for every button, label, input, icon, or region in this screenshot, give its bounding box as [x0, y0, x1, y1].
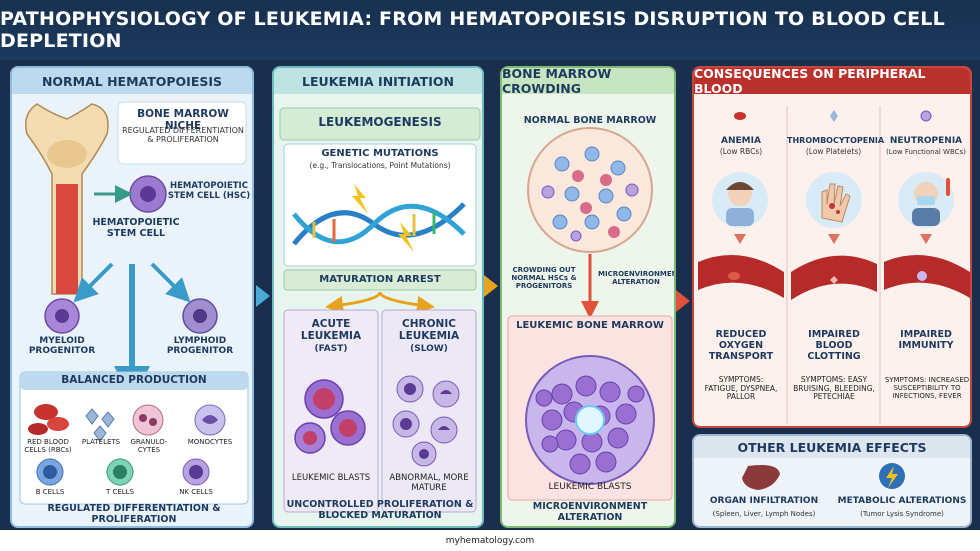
- lightning-icon: [398, 222, 414, 252]
- neutro-title: NEUTROPENIA: [889, 136, 963, 146]
- balanced-title: BALANCED PRODUCTION: [61, 374, 207, 386]
- liver-icon: [742, 465, 780, 490]
- crowding-diagram: [507, 127, 673, 501]
- panel-header: LEUKEMIA INITIATION: [274, 68, 482, 94]
- neutro-effect: IMPAIRED IMMUNITY: [898, 329, 954, 351]
- bcells-label: B CELLS: [35, 488, 65, 496]
- anemia-symptoms: SYMPTOMS: FATIGUE, DYSPNEA, PALLOR: [704, 375, 778, 402]
- blood-vessel-icon: [698, 254, 784, 298]
- neutro-symptoms: SYMPTOMS: INCREASED SUSCEPTIBILITY TO IN…: [884, 376, 970, 401]
- myeloid-label: MYELOID PROGENITOR: [28, 336, 96, 357]
- dna-helix-icon: [292, 202, 466, 246]
- initiation-diagram: [279, 107, 481, 513]
- normal-footer: REGULATED DIFFERENTIATION & PROLIFERATIO…: [47, 503, 221, 525]
- bone-icon: [25, 103, 109, 295]
- other-effects-diagram: [742, 463, 905, 490]
- panel-header: NORMAL HEMATOPOIESIS: [12, 68, 252, 94]
- lymphoid-label: LYMPHOID PROGENITOR: [166, 336, 234, 357]
- acute-title: ACUTE LEUKEMIA: [300, 318, 362, 343]
- anemia-sub: (Low RBCs): [719, 147, 763, 156]
- genetic-sub: (e.g., Translocations, Point Mutations): [309, 161, 451, 170]
- anemia-effect: REDUCED OXYGEN TRANSPORT: [708, 329, 774, 362]
- lightning-icon: [352, 184, 368, 214]
- platelet-icon: [830, 110, 838, 122]
- anemia-title: ANEMIA: [721, 136, 761, 146]
- platelet-icon: [85, 408, 115, 442]
- granulocytes-label: GRANULO-CYTES: [130, 438, 168, 455]
- tcells-label: T CELLS: [105, 488, 135, 496]
- normal-diagram: [19, 101, 249, 505]
- arrow-to-consequences: [676, 290, 690, 312]
- chronic-title: CHRONIC LEUKEMIA: [398, 318, 460, 343]
- chronic-sub: (SLOW): [410, 344, 448, 354]
- rbc-label: RED BLOOD CELLS (RBCs): [24, 438, 72, 455]
- platelets-label: PLATELETS: [81, 438, 121, 446]
- thrombo-effect: IMPAIRED BLOOD CLOTTING: [807, 329, 861, 362]
- panel-bone-marrow-crowding: BONE MARROW CROWDING NORMAL BONE MARROW …: [500, 66, 676, 528]
- metabolic-sub: (Tumor Lysis Syndrome): [860, 510, 944, 518]
- acute-sub: (FAST): [314, 344, 348, 354]
- page-title: PATHOPHYSIOLOGY OF LEUKEMIA: FROM HEMATO…: [0, 8, 945, 52]
- panel-header: CONSEQUENCES ON PERIPHERAL BLOOD: [694, 68, 970, 96]
- hsc-label: HEMATOPOIETIC STEM CELL (HSC): [167, 181, 251, 201]
- arrow-to-initiation: [256, 285, 270, 307]
- blasts-label: LEUKEMIC BLASTS: [291, 473, 371, 483]
- monocytes-label: MONOCYTES: [187, 438, 233, 446]
- arrest-title: MATURATION ARREST: [319, 274, 441, 285]
- neutro-sub: (Low Functional WBCs): [886, 148, 966, 156]
- rbc-icon: [28, 404, 69, 435]
- blood-vessel-icon: [791, 255, 877, 300]
- wbc-icon: [920, 110, 932, 122]
- site-footer: myhematology.com: [0, 530, 980, 551]
- abnormal-label: ABNORMAL, MORE MATURE: [389, 473, 469, 493]
- micro-alt-label: MICROENVIRONMENT ALTERATION: [598, 270, 676, 287]
- thrombo-title: THROMBOCYTOPENIA: [787, 136, 885, 145]
- panel-header: OTHER LEUKEMIA EFFECTS: [694, 436, 970, 458]
- panel-other-effects: OTHER LEUKEMIA EFFECTS ORGAN INFILTRATIO…: [692, 434, 972, 528]
- blood-vessel-icon: [884, 254, 970, 298]
- panel-consequences: CONSEQUENCES ON PERIPHERAL BLOOD: [692, 66, 972, 428]
- site-url[interactable]: myhematology.com: [445, 535, 535, 546]
- panel-normal-hematopoiesis: NORMAL HEMATOPOIESIS: [10, 66, 254, 528]
- crowding-footer: MICROENVIRONMENT ALTERATION: [532, 501, 648, 523]
- thrombo-symptoms: SYMPTOMS: EASY BRUISING, BLEEDING, PETEC…: [793, 375, 875, 402]
- title-bar: PATHOPHYSIOLOGY OF LEUKEMIA: FROM HEMATO…: [0, 0, 980, 60]
- granulocyte-icon: [132, 404, 164, 436]
- consequences-diagram: [698, 106, 970, 424]
- genetic-title: GENETIC MUTATIONS: [321, 148, 439, 159]
- normal-marrow-title: NORMAL BONE MARROW: [523, 115, 657, 126]
- niche-desc: REGULATED DIFFERENTIATION & PROLIFERATIO…: [122, 126, 244, 145]
- niche-title: BONE MARROW NICHE: [137, 108, 229, 133]
- rbc-icon: [734, 112, 746, 120]
- nkcells-label: NK CELLS: [179, 488, 213, 496]
- stem-cell-label: HEMATOPOIETIC STEM CELL: [92, 217, 180, 239]
- thrombo-sub: (Low Platelets): [805, 147, 862, 156]
- crowding-blasts-label: LEUKEMIC BLASTS: [548, 482, 632, 492]
- initiation-footer: UNCONTROLLED PROLIFERATION & BLOCKED MAT…: [286, 499, 474, 521]
- organ-sub: (Spleen, Liver, Lymph Nodes): [712, 510, 816, 518]
- metabolic-title: METABOLIC ALTERATIONS: [837, 496, 967, 506]
- panel-header: BONE MARROW CROWDING: [502, 68, 674, 96]
- panel-leukemia-initiation: LEUKEMIA INITIATION: [272, 66, 484, 528]
- crowding-out-label: CROWDING OUT NORMAL HSCs & PROGENITORS: [511, 266, 577, 291]
- leukemic-marrow-title: LEUKEMIC BONE MARROW: [516, 320, 664, 331]
- arrow-to-crowding: [484, 275, 498, 297]
- leukemogenesis-title: LEUKEMOGENESIS: [318, 115, 442, 129]
- organ-title: ORGAN INFILTRATION: [709, 496, 819, 506]
